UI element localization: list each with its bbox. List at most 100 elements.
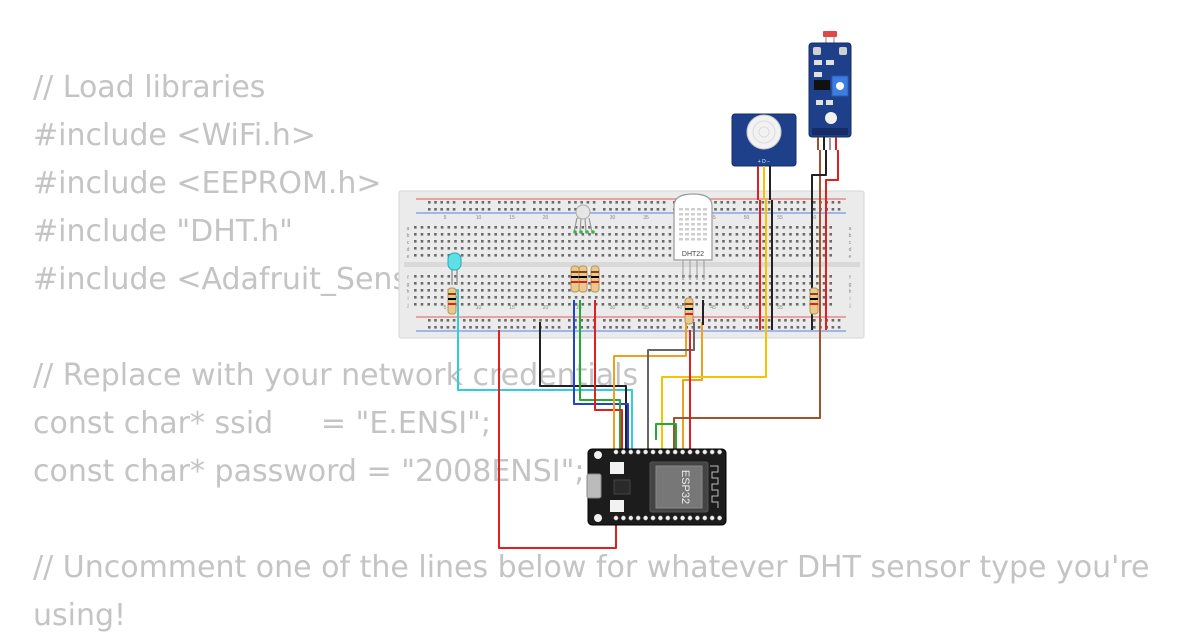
pir-sensor[interactable]: + D − [731,113,797,200]
breadboard-hole [494,240,497,243]
breadboard-hole [487,296,491,299]
rgb-led[interactable] [573,204,595,234]
breadboard-hole [813,208,816,211]
breadboard-hole [822,289,826,292]
led[interactable] [447,252,462,285]
breadboard-hole [527,296,531,299]
breadboard-hole [742,247,745,250]
breadboard-hole [541,303,544,306]
breadboard-hole [586,326,590,329]
breadboard-hole [507,282,511,285]
breadboard-hole [762,275,765,278]
breadboard-hole [722,275,725,278]
breadboard-hole [715,282,719,285]
breadboard-hole [621,303,625,306]
resistor-5[interactable] [684,297,694,325]
breadboard-hole [714,201,717,204]
breadboard-hole [554,254,558,257]
breadboard-hole [742,226,745,229]
breadboard-hole [829,303,832,306]
breadboard-hole [574,247,578,250]
breadboard-hole [561,282,564,285]
breadboard-hole [521,254,524,257]
breadboard-hole [831,208,835,211]
en-button[interactable] [610,500,624,512]
breadboard-hole [561,275,564,278]
code-line: using! [33,598,127,633]
code-block-credentials: // Replace with your network credentials… [33,352,638,496]
breadboard-hole [574,319,577,322]
breadboard-hole [440,240,444,243]
breadboard-hole [521,289,524,292]
breadboard-hole [775,275,779,278]
resistor-3[interactable] [578,265,588,293]
breadboard-hole [487,247,491,250]
breadboard-hole [641,296,645,299]
breadboard-hole [775,254,779,257]
breadboard-hole [494,289,497,292]
breadboard-hole [638,326,641,329]
breadboard-hole [467,247,471,250]
breadboard-hole [474,247,477,250]
breadboard-hole [608,303,611,306]
breadboard-row-label: e [849,254,852,260]
wire-black [539,322,627,452]
resistor-2[interactable] [570,265,580,293]
breadboard-hole [557,319,561,322]
breadboard-hole [463,319,466,322]
breadboard-hole [561,296,564,299]
breadboard-hole [732,201,736,204]
breadboard-hole [648,233,652,236]
boot-button[interactable] [610,462,624,474]
breadboard-hole [661,254,665,257]
breadboard-hole [778,208,781,211]
breadboard-hole [638,201,641,204]
wire-red-ldr [825,150,839,330]
breadboard-hole [534,282,538,285]
esp32-pin [717,449,723,455]
dht22-sensor[interactable]: DHT22 [673,193,713,280]
esp32-pin [650,515,656,521]
breadboard-hole [782,296,786,299]
breadboard-hole [816,254,819,257]
breadboard-hole [557,326,561,329]
breadboard-hole [714,326,717,329]
breadboard-hole [594,303,598,306]
breadboard-hole [761,201,765,204]
breadboard-hole [545,319,548,322]
breadboard-hole [541,240,544,243]
esp32-pin [687,449,693,455]
ldr-module[interactable] [808,31,852,150]
breadboard-hole [829,247,832,250]
breadboard-hole [434,296,437,299]
breadboard-hole [427,282,430,285]
breadboard-hole [668,275,672,278]
breadboard-hole [481,240,484,243]
breadboard-hole [548,226,551,229]
breadboard-hole [641,303,645,306]
breadboard-hole [782,226,786,229]
dht22-grille-slot [685,233,689,236]
breadboard-hole [554,240,558,243]
breadboard-hole [434,319,437,322]
breadboard-hole [661,240,665,243]
breadboard-hole [507,226,511,229]
breadboard-hole [726,326,730,329]
esp32-board[interactable]: ESP32 [586,448,727,526]
code-line: // Load libraries [33,70,266,105]
resistor-6[interactable] [809,287,819,315]
breadboard-hole [755,282,759,285]
breadboard-hole [568,208,571,211]
resistor-4[interactable] [590,265,600,293]
breadboard-hole [755,208,758,211]
breadboard-hole [802,201,806,204]
breadboard-hole [581,226,585,229]
breadboard-hole [586,201,590,204]
breadboard-hole [769,233,772,236]
breadboard-hole [548,275,551,278]
breadboard-hole [507,233,511,236]
resistor-1[interactable] [447,287,457,315]
breadboard-hole [581,303,585,306]
breadboard-hole [778,319,781,322]
breadboard-hole [467,240,471,243]
